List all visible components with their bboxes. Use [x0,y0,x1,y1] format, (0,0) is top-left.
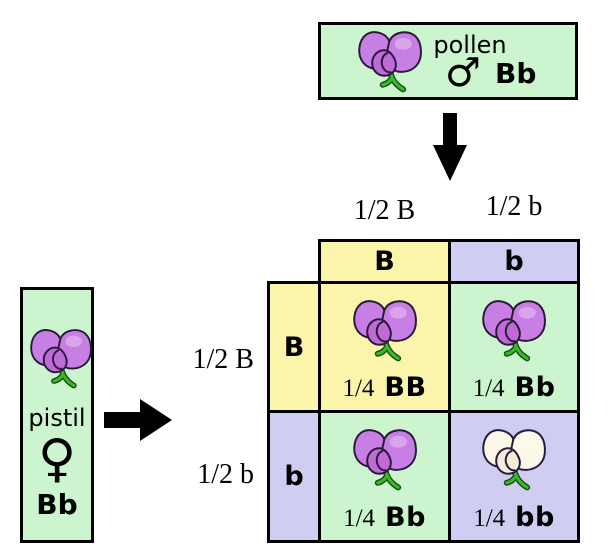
offspring-cell-bb: 1/4 bb [448,410,580,543]
row-allele-header-B: B [267,281,321,413]
pea-flower-icon [352,297,418,363]
fraction-label: 1/4 [473,505,506,532]
right-arrow-icon [104,399,172,441]
offspring-cell-BB: 1/4 BB [318,281,451,413]
col-allele-header-b: b [448,239,580,284]
fraction-label: 1/4 [343,505,376,532]
col-gamete-label-b: 1/2 b [485,191,543,222]
pistil-label: pistil [28,404,86,432]
pea-flower-icon [357,28,423,94]
col-allele-header-B: B [318,239,451,284]
genotype-label: bb [515,502,555,533]
pollen-genotype: Bb [495,57,537,90]
cell-caption: 1/4 bb [473,504,555,540]
row-gamete-label-b: 1/2 b [197,459,254,490]
female-symbol: ♀ [37,429,77,489]
offspring-cell-Bb-top: 1/4 Bb [448,281,580,413]
offspring-cell-Bb-bottom: 1/4 Bb [318,410,451,543]
col-gamete-label-B: 1/2 B [353,195,416,226]
pollen-label: pollen [433,31,507,59]
pea-flower-icon [481,426,547,492]
pistil-parent-box: pistil ♀ Bb [20,287,94,543]
genotype-label: Bb [514,372,556,403]
male-symbol: ♂ [445,50,481,96]
pea-flower-icon [27,326,95,390]
cell-caption: 1/4 BB [342,374,426,410]
pollen-parent-box: pollen ♂ Bb [318,22,578,100]
pea-flower-icon [481,297,547,363]
cell-caption: 1/4 Bb [343,504,426,540]
cell-caption: 1/4 Bb [473,374,556,410]
row-gamete-label-B: 1/2 B [192,344,254,375]
fraction-label: 1/4 [342,375,375,402]
down-arrow-icon [433,113,467,181]
pea-flower-icon [352,426,418,492]
genotype-label: Bb [385,502,426,533]
genotype-label: BB [384,372,427,403]
pistil-genotype: Bb [36,488,78,521]
row-allele-header-b: b [267,410,321,543]
fraction-label: 1/4 [472,375,505,402]
